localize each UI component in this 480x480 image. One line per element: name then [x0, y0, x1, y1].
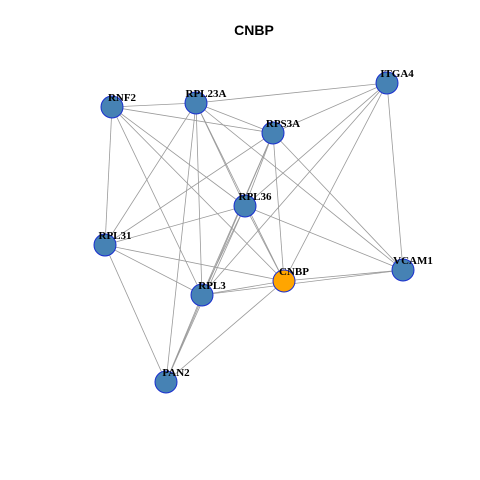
node-label: RNF2: [108, 92, 137, 104]
node-circle: [100, 95, 124, 119]
edge-rpl31-rpl3: [104, 244, 203, 296]
edge-rpl36-cnbp: [244, 205, 285, 282]
edge-rnf2-rpl23a: [111, 102, 197, 108]
edge-rnf2-rpl31: [104, 106, 113, 246]
node-vcam1: VCAM1: [391, 255, 433, 282]
node-circle: [391, 258, 415, 282]
edge-rpl23a-rps3a: [195, 102, 274, 134]
edge-rpl36-rpl31: [104, 205, 246, 246]
node-label: CNBP: [279, 266, 309, 278]
edge-itga4-cnbp: [283, 82, 388, 282]
node-circle: [375, 71, 399, 95]
edge-rpl23a-itga4: [195, 82, 388, 104]
edge-cnbp-rpl3: [201, 280, 285, 296]
edge-rpl31-pan2: [104, 244, 167, 383]
edge-itga4-vcam1: [386, 82, 404, 271]
edge-rps3a-rpl36: [244, 132, 274, 207]
edge-rpl23a-rpl31: [104, 102, 197, 246]
edge-itga4-rps3a: [272, 82, 388, 134]
edge-rpl3-vcam1: [201, 269, 404, 296]
edge-rpl23a-cnbp: [195, 102, 285, 282]
node-pan2: PAN2: [154, 367, 190, 394]
edge-itga4-rpl36: [244, 82, 388, 207]
edge-rpl36-vcam1: [244, 205, 404, 271]
node-rpl23a: RPL23A: [184, 88, 227, 115]
edge-rpl3-pan2: [165, 294, 203, 383]
node-label: RPL23A: [186, 88, 227, 100]
node-rnf2: RNF2: [100, 92, 137, 119]
node-cnbp: CNBP: [272, 266, 309, 293]
node-rpl31: RPL31: [93, 230, 132, 257]
node-rpl3: RPL3: [190, 280, 226, 307]
node-rps3a: RPS3A: [261, 118, 300, 145]
node-label: RPS3A: [266, 118, 300, 130]
edge-rnf2-rpl3: [111, 106, 203, 296]
node-circle: [233, 194, 257, 218]
node-label: RPL31: [99, 230, 132, 242]
node-label: RPL36: [239, 191, 273, 203]
edge-rnf2-rps3a: [111, 106, 274, 134]
edge-rpl36-rpl3: [201, 205, 246, 296]
node-circle: [184, 91, 208, 115]
edge-rps3a-vcam1: [272, 132, 404, 271]
edge-rpl23a-rpl3: [195, 102, 203, 296]
edge-rpl23a-vcam1: [195, 102, 404, 271]
edge-cnbp-pan2: [165, 280, 285, 383]
edge-rpl31-cnbp: [104, 244, 285, 282]
node-circle: [261, 121, 285, 145]
edge-rps3a-cnbp: [272, 132, 285, 282]
edge-rps3a-rpl31: [104, 132, 274, 246]
edge-rps3a-pan2: [165, 132, 274, 383]
edge-itga4-rpl3: [201, 82, 388, 296]
graph-title: CNBP: [234, 22, 274, 38]
node-itga4: ITGA4: [375, 68, 414, 95]
node-rpl36: RPL36: [233, 191, 273, 218]
node-circle: [154, 370, 178, 394]
node-label: PAN2: [162, 367, 190, 379]
edge-cnbp-vcam1: [283, 269, 404, 282]
edge-rnf2-cnbp: [111, 106, 285, 282]
edge-rnf2-rpl36: [111, 106, 246, 207]
node-circle: [272, 269, 296, 293]
edge-layer: [104, 82, 404, 383]
node-circle: [190, 283, 214, 307]
edge-rpl23a-pan2: [165, 102, 197, 383]
node-label: RPL3: [198, 280, 226, 292]
node-label: ITGA4: [380, 68, 414, 80]
node-circle: [93, 233, 117, 257]
node-label: VCAM1: [393, 255, 433, 267]
